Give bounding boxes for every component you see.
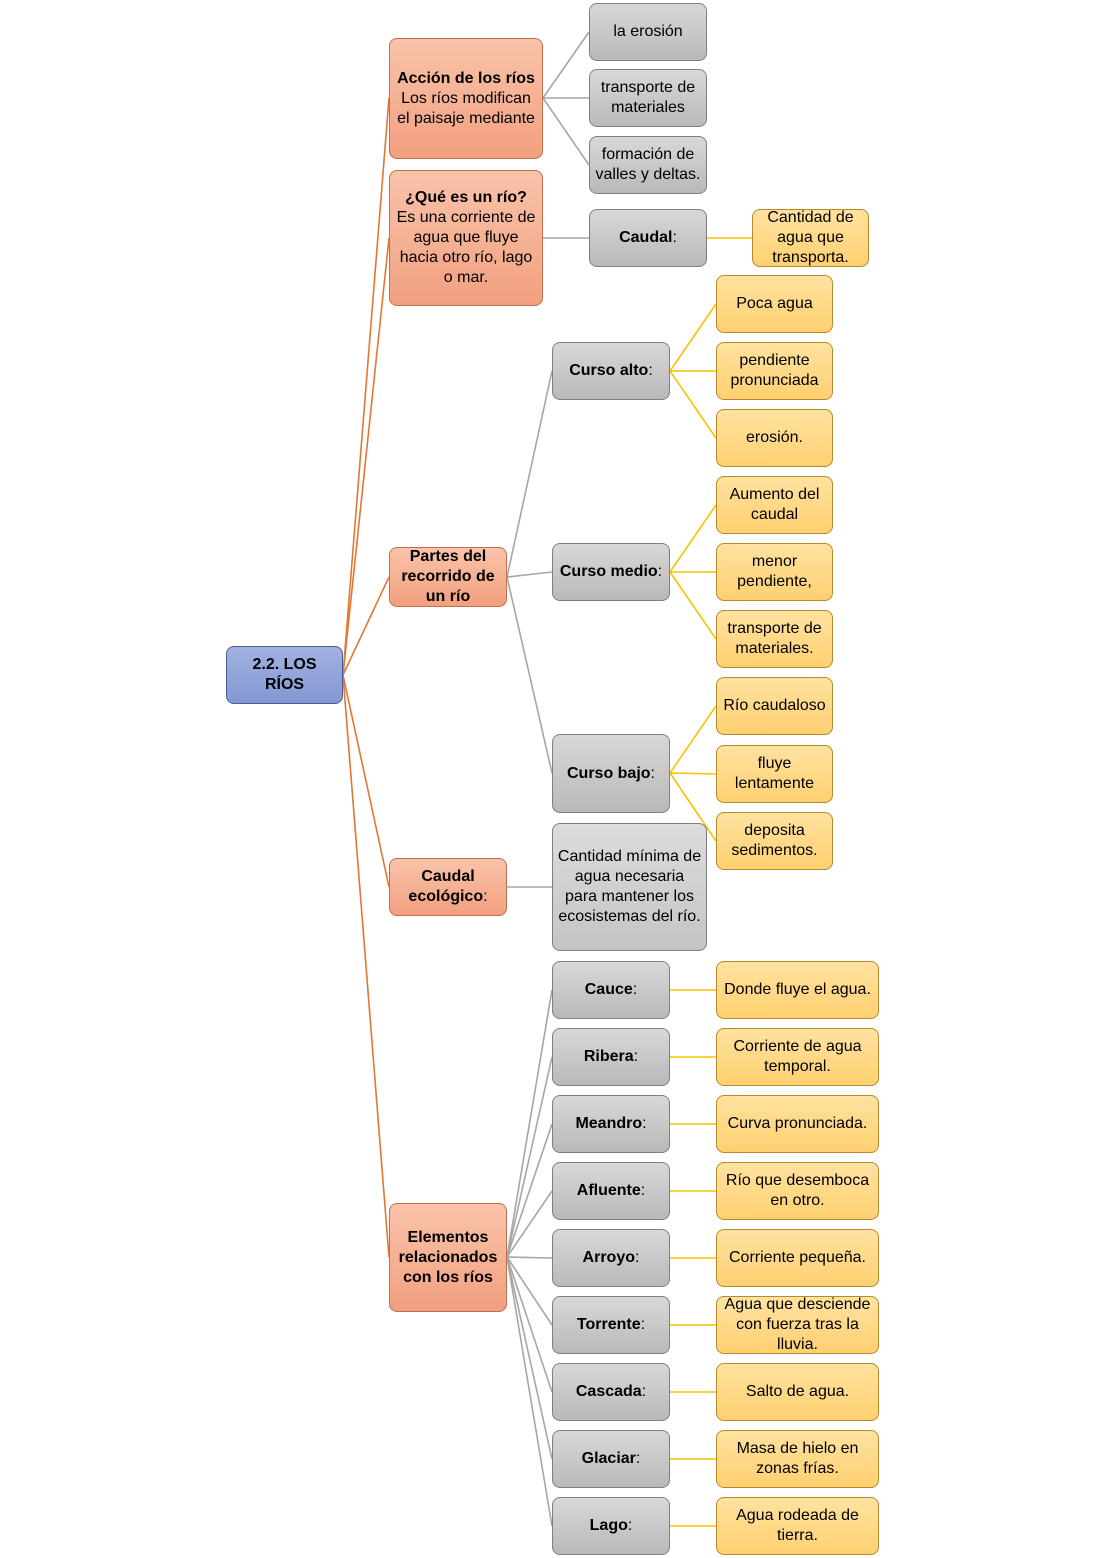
root-connector (342, 97, 390, 676)
curso-connector (669, 772, 717, 775)
elementos-connector (506, 1256, 553, 1527)
curso-connector (669, 303, 717, 372)
elementos-connector (506, 1056, 553, 1258)
elemento-desc: Donde fluye el agua. (716, 961, 879, 1019)
curso-alto-term: Curso alto: (552, 342, 670, 400)
root-connector (342, 576, 390, 676)
accion-text: Los ríos modifican el paisaje mediante (397, 89, 535, 127)
elementos-connector (506, 1256, 553, 1326)
que-es-node: ¿Qué es un río? Es una corriente de agua… (389, 170, 543, 306)
curso-bajo-term: Curso bajo: (552, 734, 670, 813)
curso-connector (669, 571, 717, 640)
elemento-term: Cauce: (552, 961, 670, 1019)
elemento-desc: Curva pronunciada. (716, 1095, 879, 1153)
curso-medio-item: transporte de materiales. (716, 610, 833, 668)
accion-item-erosion: la erosión (589, 3, 707, 61)
que-es-text: Es una corriente de agua que fluye hacia… (396, 209, 536, 286)
elementos-connector (506, 1123, 553, 1258)
partes-connector (506, 576, 553, 774)
elementos-connector (506, 1190, 553, 1258)
elemento-desc: Agua rodeada de tierra. (716, 1497, 879, 1555)
accion-node: Acción de los ríos Los ríos modifican el… (389, 38, 543, 159)
elemento-term: Ribera: (552, 1028, 670, 1086)
caudal-ecologico-node: Caudal ecológico: (389, 858, 507, 916)
elementos-connector (506, 1256, 553, 1460)
elementos-title: Elementos relacionados con los ríos (398, 1228, 498, 1286)
curso-connector (669, 504, 717, 573)
curso-medio-term: Curso medio: (552, 543, 670, 601)
root-node: 2.2. LOS RÍOS (226, 646, 343, 704)
elementos-connector (506, 989, 553, 1258)
curso-medio-item: Aumento del caudal (716, 476, 833, 534)
accion-item-transporte: transporte de materiales (589, 69, 707, 127)
accion-item-formacion: formación de valles y deltas. (589, 136, 707, 194)
root-connector (342, 674, 390, 1258)
partes-connector (506, 571, 553, 578)
curso-alto-item: erosión. (716, 409, 833, 467)
partes-connector (506, 370, 553, 578)
elementos-connector (506, 1256, 553, 1393)
elemento-term: Lago: (552, 1497, 670, 1555)
curso-connector (669, 370, 717, 439)
elemento-desc: Salto de agua. (716, 1363, 879, 1421)
caudal-ecologico-desc: Cantidad mínima de agua necesaria para m… (552, 823, 707, 951)
caudal-desc: Cantidad de agua que transporta. (752, 209, 869, 267)
partes-node: Partes del recorrido de un río (389, 547, 507, 607)
elemento-term: Glaciar: (552, 1430, 670, 1488)
partes-title: Partes del recorrido de un río (401, 548, 495, 605)
caudal-term: Caudal: (589, 209, 707, 267)
elemento-desc: Corriente de agua temporal. (716, 1028, 879, 1086)
curso-connector (669, 772, 717, 842)
root-connector (342, 674, 390, 888)
elemento-term: Cascada: (552, 1363, 670, 1421)
root-label: 2.2. LOS RÍOS (252, 656, 317, 693)
elemento-desc: Río que desemboca en otro. (716, 1162, 879, 1220)
elemento-desc: Agua que desciende con fuerza tras la ll… (716, 1296, 879, 1354)
curso-bajo-item: Río caudaloso (716, 677, 833, 735)
elemento-term: Afluente: (552, 1162, 670, 1220)
curso-connector (669, 705, 717, 774)
elementos-node: Elementos relacionados con los ríos (389, 1203, 507, 1312)
elemento-desc: Corriente pequeña. (716, 1229, 879, 1287)
accion-connector (542, 31, 590, 99)
curso-medio-item: menor pendiente, (716, 543, 833, 601)
accion-connector (542, 97, 590, 166)
curso-bajo-item: deposita sedimentos. (716, 812, 833, 870)
curso-alto-item: pendiente pronunciada (716, 342, 833, 400)
elemento-term: Meandro: (552, 1095, 670, 1153)
elemento-term: Torrente: (552, 1296, 670, 1354)
curso-bajo-item: fluye lentamente (716, 745, 833, 803)
que-es-title: ¿Qué es un río? (405, 189, 527, 206)
elementos-connector (506, 1256, 553, 1259)
accion-title: Acción de los ríos (397, 69, 535, 87)
curso-alto-item: Poca agua (716, 275, 833, 333)
root-connector (342, 237, 390, 676)
elemento-desc: Masa de hielo en zonas frías. (716, 1430, 879, 1488)
elemento-term: Arroyo: (552, 1229, 670, 1287)
